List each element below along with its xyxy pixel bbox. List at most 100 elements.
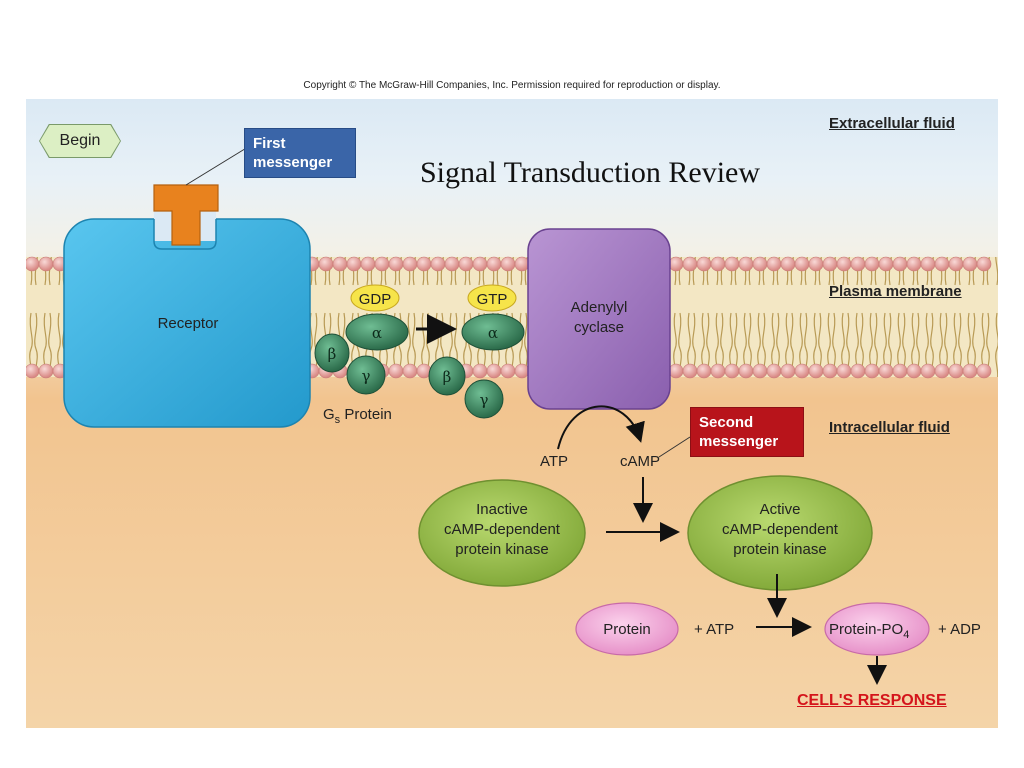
plasma-membrane-label: Plasma membrane xyxy=(829,283,962,300)
phospholipid-head xyxy=(682,363,698,379)
begin-badge: Begin xyxy=(40,125,120,157)
extracellular-fluid-label: Extracellular fluid xyxy=(829,115,955,132)
first-messenger-line1: First xyxy=(253,135,286,152)
protein-po4-label: Protein-PO4 xyxy=(829,621,909,641)
adenylyl-label-1: Adenylyl xyxy=(571,299,628,316)
g-protein-inactive xyxy=(314,284,409,395)
phospholipid-head xyxy=(906,363,922,379)
beta-label-1: β xyxy=(328,345,337,363)
receptor-label: Receptor xyxy=(158,315,219,332)
phospholipid-head xyxy=(38,363,54,379)
phospholipid-head xyxy=(696,363,712,379)
first-messenger-line2: messenger xyxy=(253,154,333,171)
phospholipid-head xyxy=(514,363,530,379)
gdp-label: GDP xyxy=(359,291,392,308)
phospholipid-head xyxy=(374,256,390,272)
phospholipid-head xyxy=(836,256,852,272)
phospholipid-head xyxy=(668,363,684,379)
phospholipid-head xyxy=(514,256,530,272)
phospholipid-head xyxy=(682,256,698,272)
phospholipid-head xyxy=(836,363,852,379)
phospholipid-head xyxy=(738,363,754,379)
phospholipid-head xyxy=(920,363,936,379)
active-kinase-line3: protein kinase xyxy=(733,541,826,558)
first-messenger-callout: First messenger xyxy=(244,128,356,178)
phospholipid-head xyxy=(850,363,866,379)
phospholipid-head xyxy=(360,256,376,272)
gtp-label: GTP xyxy=(477,291,508,308)
phospholipid-head xyxy=(878,363,894,379)
diagram-figure: Receptor GDP GTP α β γ α β γ Gs Protein … xyxy=(26,99,998,728)
phospholipid-head xyxy=(738,256,754,272)
camp-label: cAMP xyxy=(620,453,660,470)
phospholipid-head xyxy=(388,256,404,272)
phospholipid-head xyxy=(500,256,516,272)
active-kinase-line2: cAMP-dependent xyxy=(722,521,839,538)
phospholipid-head xyxy=(822,256,838,272)
phospholipid-head xyxy=(850,256,866,272)
phospholipid-head xyxy=(976,363,992,379)
phospholipid-head xyxy=(878,256,894,272)
adenylyl-label-2: cyclase xyxy=(574,319,624,336)
second-messenger-callout: Second messenger xyxy=(690,407,804,457)
cells-response-label: CELL'S RESPONSE xyxy=(797,692,947,709)
phospholipid-head xyxy=(444,256,460,272)
gs-protein-label: Gs Protein xyxy=(323,406,392,426)
phospholipid-head xyxy=(724,363,740,379)
phospholipid-head xyxy=(892,256,908,272)
phospholipid-head xyxy=(458,256,474,272)
phospholipid-head xyxy=(26,363,40,379)
phospholipid-head xyxy=(710,256,726,272)
plus-atp-label: + ATP xyxy=(694,621,734,638)
phospholipid-head xyxy=(962,256,978,272)
phospholipid-head xyxy=(500,363,516,379)
intracellular-fluid-label: Intracellular fluid xyxy=(829,419,950,436)
inactive-kinase-line1: Inactive xyxy=(476,501,528,518)
phospholipid-head xyxy=(934,363,950,379)
phospholipid-head xyxy=(864,363,880,379)
phospholipid-head xyxy=(794,256,810,272)
phospholipid-head xyxy=(976,256,992,272)
active-kinase-line1: Active xyxy=(760,501,801,518)
phospholipid-head xyxy=(486,363,502,379)
phospholipid-head xyxy=(472,363,488,379)
phospholipid-head xyxy=(26,256,40,272)
alpha-label-1: α xyxy=(372,324,382,342)
phospholipid-head xyxy=(794,363,810,379)
phospholipid-head xyxy=(948,256,964,272)
first-messenger-leader xyxy=(185,146,249,186)
gamma-label-1: γ xyxy=(362,367,371,385)
phospholipid-head xyxy=(962,363,978,379)
phospholipid-head xyxy=(318,256,334,272)
diagram-canvas: Receptor GDP GTP α β γ α β γ Gs Protein … xyxy=(26,146,998,685)
atp-label: ATP xyxy=(540,453,568,470)
phospholipid-head xyxy=(808,363,824,379)
phospholipid-head xyxy=(780,256,796,272)
plus-adp-label: + ADP xyxy=(938,621,981,638)
second-messenger-line1: Second xyxy=(699,414,754,431)
phospholipid-head xyxy=(430,256,446,272)
inactive-kinase xyxy=(418,479,586,587)
phospholipid-head xyxy=(752,363,768,379)
beta-label-2: β xyxy=(443,368,452,386)
adenylyl-cyclase xyxy=(527,228,671,410)
phospholipid-head xyxy=(724,256,740,272)
phospholipid-head xyxy=(332,256,348,272)
phospholipid-head xyxy=(752,256,768,272)
inactive-kinase-line2: cAMP-dependent xyxy=(444,521,561,538)
phospholipid-head xyxy=(780,363,796,379)
active-kinase xyxy=(687,475,873,591)
phospholipid-head xyxy=(346,256,362,272)
phospholipid-head xyxy=(948,363,964,379)
second-messenger-line2: messenger xyxy=(699,433,779,450)
phospholipid-head xyxy=(766,256,782,272)
protein-oval xyxy=(575,602,679,656)
phospholipid-head xyxy=(920,256,936,272)
protein-label: Protein xyxy=(603,621,651,638)
phospholipid-head xyxy=(402,363,418,379)
phospholipid-head xyxy=(388,363,404,379)
copyright-notice: Copyright © The McGraw-Hill Companies, I… xyxy=(303,80,721,91)
atp-to-camp-arrow xyxy=(557,405,645,450)
phospholipid-head xyxy=(486,256,502,272)
phospholipid-head xyxy=(696,256,712,272)
